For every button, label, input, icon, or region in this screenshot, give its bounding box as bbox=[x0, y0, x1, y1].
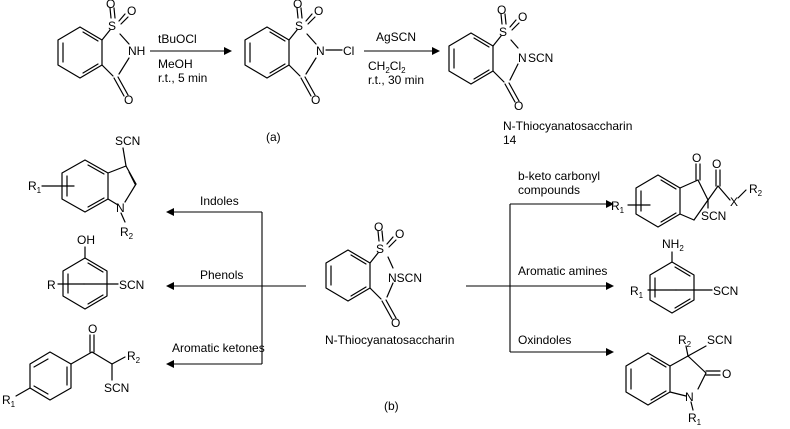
atom-o: O bbox=[395, 227, 404, 241]
label-r1: R1 bbox=[611, 199, 625, 215]
group-scn: SCN bbox=[707, 333, 732, 347]
branch-b-keto-line2: compounds bbox=[518, 183, 580, 197]
indanone-product: O O X R2 SCN R1 bbox=[611, 151, 763, 228]
branch-indoles: Indoles bbox=[200, 194, 239, 208]
part-a-label: (a) bbox=[266, 130, 281, 144]
aromatic-amine-product: NH2 R1 SCN bbox=[630, 237, 738, 314]
center-name: N-Thiocyanatosaccharin bbox=[325, 333, 454, 347]
saccharin-structure: S O O NH O bbox=[57, 0, 145, 107]
atom-s: S bbox=[108, 19, 116, 33]
group-nscn: NSCN bbox=[388, 271, 422, 285]
branch-aromatic-amines: Aromatic amines bbox=[518, 264, 607, 278]
solvent-ch2cl2: CH2Cl2 bbox=[368, 59, 406, 75]
group-scn: SCN bbox=[528, 51, 553, 65]
branch-phenols: Phenols bbox=[200, 268, 243, 282]
label-r2: R2 bbox=[749, 182, 763, 198]
atom-o: O bbox=[692, 151, 701, 165]
group-scn: SCN bbox=[701, 209, 726, 223]
label-r2: R2 bbox=[678, 333, 692, 349]
branch-oxindoles: Oxindoles bbox=[518, 333, 571, 347]
atom-o: O bbox=[127, 4, 136, 18]
branch-aromatic-ketones: Aromatic ketones bbox=[172, 341, 265, 355]
product-name: N-Thiocyanatosaccharin bbox=[503, 119, 632, 133]
label-r2: R2 bbox=[120, 225, 134, 241]
atom-n: N bbox=[518, 51, 527, 65]
atom-o: O bbox=[124, 93, 133, 107]
atom-s: S bbox=[499, 25, 507, 39]
atom-o: O bbox=[88, 322, 97, 336]
atom-x: X bbox=[730, 195, 738, 209]
atom-n: N bbox=[316, 44, 325, 58]
atom-o: O bbox=[497, 3, 506, 17]
atom-nh: NH bbox=[128, 44, 145, 58]
label-r: R bbox=[47, 278, 56, 292]
group-scn: SCN bbox=[119, 278, 144, 292]
atom-cl: Cl bbox=[343, 44, 354, 58]
solvent-meoh: MeOH bbox=[158, 57, 193, 71]
phenol-product: OH R SCN bbox=[47, 233, 144, 310]
conditions-step2: r.t., 30 min bbox=[368, 73, 424, 87]
n-thiocyanatosaccharin-structure-a: S O O N SCN O bbox=[448, 3, 553, 113]
indole-product: SCN N R2 R1 bbox=[28, 134, 140, 241]
atom-o: O bbox=[374, 220, 383, 234]
oxindole-product: R2 SCN O N R1 bbox=[625, 333, 732, 427]
group-scn: SCN bbox=[713, 284, 738, 298]
group-oh: OH bbox=[77, 233, 95, 247]
label-r1: R1 bbox=[28, 179, 42, 195]
atom-o: O bbox=[722, 367, 731, 381]
n-chlorosaccharin-structure: S O O N Cl O bbox=[244, 0, 354, 107]
atom-o: O bbox=[391, 316, 400, 330]
product-number: 14 bbox=[503, 133, 517, 147]
label-r1: R1 bbox=[688, 411, 702, 427]
atom-o: O bbox=[518, 10, 527, 24]
atom-o: O bbox=[293, 0, 302, 11]
conditions-step1: r.t., 5 min bbox=[158, 71, 207, 85]
label-r2: R2 bbox=[127, 349, 141, 365]
group-scn: SCN bbox=[115, 134, 140, 148]
atom-s: S bbox=[376, 242, 384, 256]
atom-s: S bbox=[295, 19, 303, 33]
group-nh2: NH2 bbox=[662, 237, 684, 253]
reagent-tbuocl: tBuOCl bbox=[158, 32, 197, 46]
branch-b-keto-line1: b-keto carbonyl bbox=[518, 169, 600, 183]
group-scn: SCN bbox=[104, 381, 129, 395]
atom-n: N bbox=[685, 390, 694, 404]
atom-o: O bbox=[514, 99, 523, 113]
atom-n: N bbox=[116, 201, 125, 215]
part-b-label: (b) bbox=[384, 399, 399, 413]
n-thiocyanatosaccharin-structure-b: S O O NSCN O bbox=[325, 220, 422, 330]
label-r1: R1 bbox=[2, 393, 16, 409]
atom-o: O bbox=[712, 157, 721, 171]
atom-o: O bbox=[314, 4, 323, 18]
reagent-agscn: AgSCN bbox=[376, 30, 416, 44]
label-r1: R1 bbox=[630, 284, 644, 300]
atom-o: O bbox=[311, 93, 320, 107]
aromatic-ketone-product: O R2 SCN R1 bbox=[2, 322, 141, 409]
atom-o: O bbox=[106, 0, 115, 11]
